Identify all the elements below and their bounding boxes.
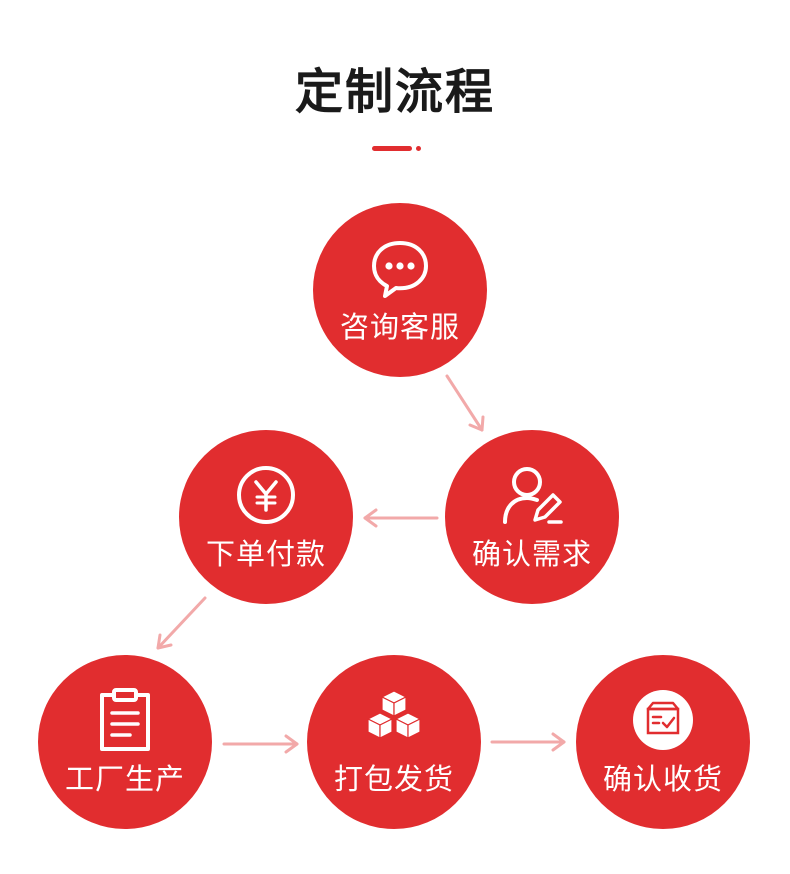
boxes-icon bbox=[359, 685, 429, 755]
step-label: 下单付款 bbox=[205, 537, 326, 571]
step-factory-production: 工厂生产 bbox=[38, 655, 212, 829]
step-label: 咨询客服 bbox=[339, 310, 460, 344]
step-label: 工厂生产 bbox=[64, 762, 185, 796]
box-check-icon bbox=[628, 685, 698, 755]
step-label: 确认收货 bbox=[602, 762, 723, 796]
arrow-step5-to-step6 bbox=[490, 732, 566, 752]
arrow-step2-to-step3 bbox=[363, 508, 439, 528]
clipboard-icon bbox=[90, 685, 160, 755]
chat-bubble-icon bbox=[365, 233, 435, 303]
title-underline-bar bbox=[372, 146, 412, 151]
arrow-step4-to-step5 bbox=[222, 734, 299, 754]
yen-coin-icon bbox=[231, 460, 301, 530]
arrow-step1-to-step2 bbox=[445, 374, 485, 432]
arrow-step3-to-step4 bbox=[156, 596, 207, 650]
step-label: 确认需求 bbox=[471, 537, 592, 571]
step-label: 打包发货 bbox=[333, 762, 454, 796]
user-edit-icon bbox=[497, 460, 567, 530]
step-confirm-requirements: 确认需求 bbox=[445, 430, 619, 604]
page-title: 定制流程 bbox=[294, 64, 495, 120]
title-underline-dot bbox=[416, 146, 421, 151]
step-confirm-receipt: 确认收货 bbox=[576, 655, 750, 829]
step-consult-service: 咨询客服 bbox=[313, 203, 487, 377]
step-pack-ship: 打包发货 bbox=[307, 655, 481, 829]
step-place-order-pay: 下单付款 bbox=[179, 430, 353, 604]
